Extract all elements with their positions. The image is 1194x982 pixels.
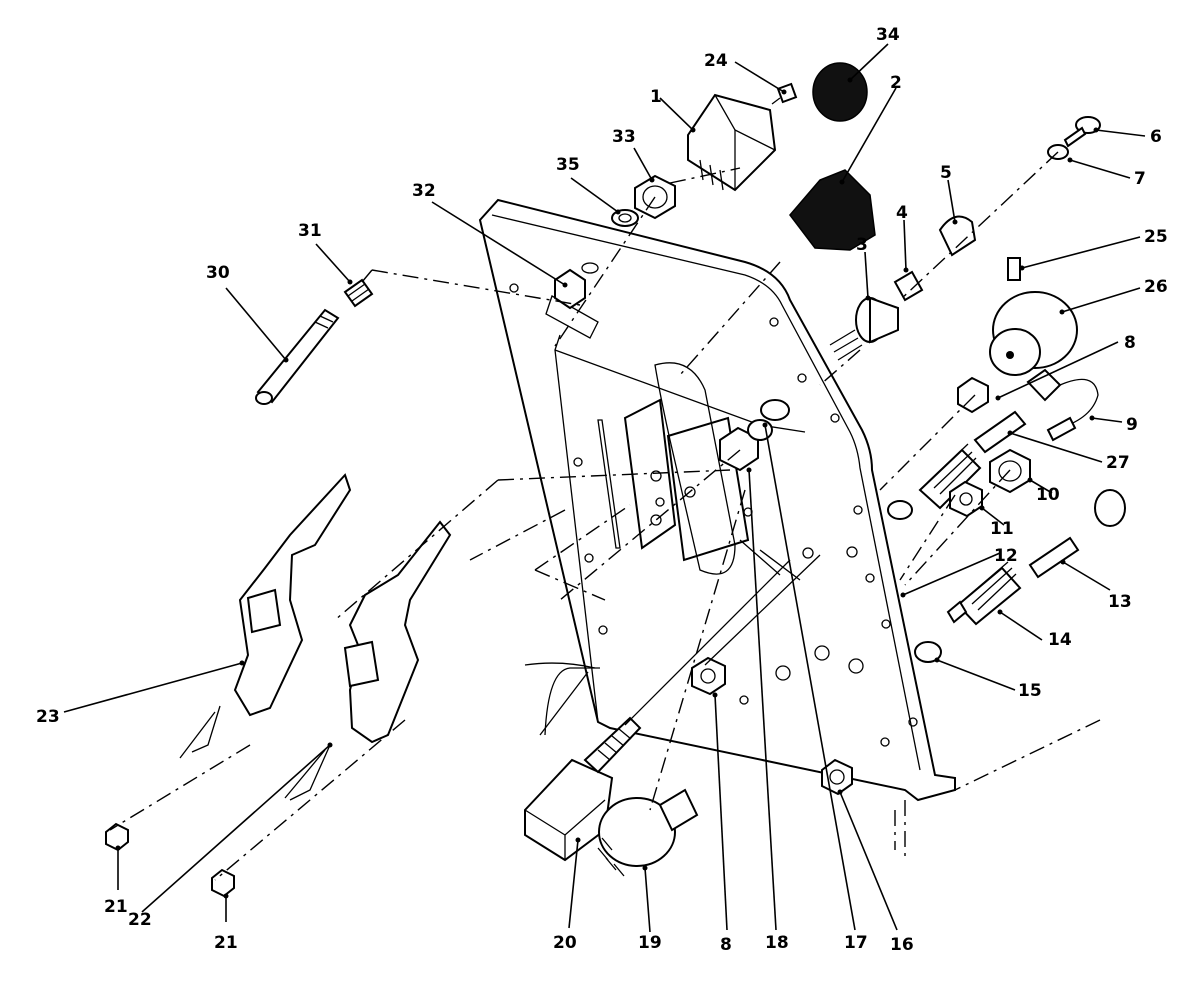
part-25-set-screw <box>1007 257 1021 281</box>
callout-14: 14 <box>1048 630 1072 650</box>
callout-19: 19 <box>638 933 662 953</box>
part-8-nut-upper <box>957 376 989 414</box>
callout-30: 30 <box>206 263 230 283</box>
part-22-lever <box>284 520 452 801</box>
callout-6: 6 <box>1150 127 1162 147</box>
callout-9: 9 <box>1126 415 1138 435</box>
callout-4: 4 <box>896 203 908 223</box>
part-19-rotary-switch <box>597 788 699 877</box>
part-30-shaft <box>255 308 340 405</box>
callout-8-upper: 8 <box>1124 333 1136 353</box>
callout-12: 12 <box>994 546 1018 566</box>
part-21-nut-left <box>105 822 129 852</box>
callout-22: 22 <box>128 910 152 930</box>
callout-25: 25 <box>1144 227 1168 247</box>
callout-13: 13 <box>1108 592 1132 612</box>
part-4-bulb <box>893 270 924 302</box>
callout-35: 35 <box>556 155 580 175</box>
callout-27: 27 <box>1106 453 1130 473</box>
callout-23: 23 <box>36 707 60 727</box>
part-20-toggle-switch <box>524 716 642 862</box>
part-5-lens <box>938 215 977 257</box>
part-23-lever <box>179 473 352 759</box>
callout-11: 11 <box>990 519 1014 539</box>
part-27-fuse <box>973 410 1027 454</box>
callout-32: 32 <box>412 181 436 201</box>
part-14-fuseholder <box>946 561 1022 626</box>
part-13-fuse <box>1028 489 1126 579</box>
part-15-washer <box>914 641 942 663</box>
callout-24: 24 <box>704 51 728 71</box>
callout-34: 34 <box>876 25 900 45</box>
callout-20: 20 <box>553 933 577 953</box>
fuseholder-upper <box>887 443 982 520</box>
part-32-nut <box>554 262 599 310</box>
callout-18: 18 <box>765 933 789 953</box>
callout-10: 10 <box>1036 485 1060 505</box>
part-31-spring <box>343 278 374 308</box>
leader-lines <box>63 43 1146 933</box>
callout-21-right: 21 <box>214 933 238 953</box>
callout-21-left: 21 <box>104 897 128 917</box>
callout-33: 33 <box>612 127 636 147</box>
callout-8-lower: 8 <box>720 935 732 955</box>
part-26-control-knob <box>989 291 1078 376</box>
callout-16: 16 <box>890 935 914 955</box>
mounting-panel <box>478 198 956 802</box>
part-8-nut-lower <box>691 656 726 696</box>
callout-labels: 1 2 3 4 5 6 7 8 8 9 10 11 12 13 14 15 16… <box>36 25 1168 955</box>
callout-7: 7 <box>1134 169 1146 189</box>
callout-5: 5 <box>940 163 952 183</box>
part-17-washer <box>760 399 790 421</box>
assembly-centerlines <box>109 151 1101 881</box>
callout-31: 31 <box>298 221 322 241</box>
part-24-screw <box>771 82 798 105</box>
callout-1: 1 <box>650 87 662 107</box>
part-21-nut-right <box>211 868 235 898</box>
callout-26: 26 <box>1144 277 1168 297</box>
part-1-relay <box>687 93 777 192</box>
callout-2: 2 <box>890 73 902 93</box>
callout-15: 15 <box>1018 681 1042 701</box>
callout-17: 17 <box>844 933 868 953</box>
part-9-cap-chain <box>1026 368 1099 442</box>
part-2-cone-knob <box>789 169 876 251</box>
part-3-lamp-socket <box>829 296 899 361</box>
callout-3: 3 <box>856 235 868 255</box>
